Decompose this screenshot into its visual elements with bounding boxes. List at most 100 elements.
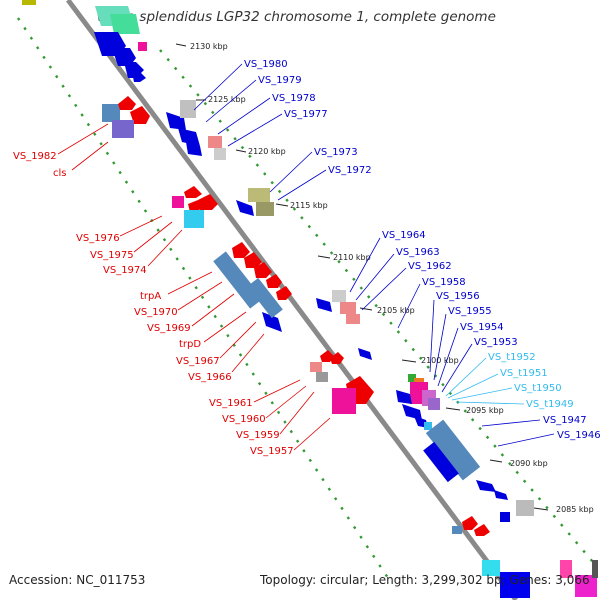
gene-label: VS_1947 <box>543 415 587 426</box>
minus-strand-genes <box>102 96 510 536</box>
leader-line <box>205 79 257 123</box>
map-title: Vibrio splendidus LGP32 chromosome 1, co… <box>96 9 496 25</box>
gene-arrow <box>110 14 140 34</box>
gene-label: VS_1961 <box>209 398 253 409</box>
gene-arrow <box>592 560 598 578</box>
gene-label: VS_1960 <box>222 414 266 425</box>
leader-line <box>397 283 421 329</box>
gene-arrow <box>112 48 136 66</box>
gene-arrow <box>332 290 346 302</box>
accession-label: Accession: NC_011753 <box>9 573 146 587</box>
leader-line <box>481 419 541 427</box>
tick-label: 2085 kbp <box>556 505 594 514</box>
leader-line <box>441 343 473 393</box>
leader-line <box>217 97 271 135</box>
leader-line <box>429 299 435 373</box>
gene-arrow <box>560 560 572 578</box>
tick-label: 2120 kbp <box>248 147 286 156</box>
tick-mark <box>489 459 503 463</box>
gene-label: VS_1976 <box>76 233 120 244</box>
gene-arrow <box>396 390 412 404</box>
leader-line <box>433 313 447 381</box>
gene-arrow <box>423 441 459 483</box>
edge-features <box>22 0 598 598</box>
gene-arrow <box>482 560 500 576</box>
leader-line <box>279 391 315 435</box>
gene-arrow <box>132 72 146 82</box>
gene-label: VS_1964 <box>382 230 426 241</box>
gene-label: VS_1958 <box>422 277 466 288</box>
gene-arrow <box>254 262 272 278</box>
gene-label: VS_1972 <box>328 165 372 176</box>
right-gene-labels: VS_1980 VS_1979 VS_1978 VS_1977 VS_1973 … <box>193 59 600 447</box>
left-gene-labels: VS_1982 cls VS_1976 VS_1975 VS_1974 trpA… <box>13 123 331 457</box>
gene-arrow <box>247 277 283 319</box>
gene-arrow <box>244 252 262 268</box>
gene-label: VS_1957 <box>250 446 294 457</box>
gene-arrow <box>346 314 360 324</box>
gene-arrow <box>256 202 274 216</box>
leader-line <box>193 63 243 111</box>
leader-line <box>119 215 163 237</box>
leader-line <box>437 327 459 387</box>
leader-line <box>455 401 525 405</box>
gene-arrow <box>266 274 282 288</box>
tick-label: 2110 kbp <box>333 253 371 262</box>
gene-label: VS_1979 <box>258 75 302 86</box>
leader-line <box>177 281 223 311</box>
gene-arrow <box>236 200 254 216</box>
genome-summary: Topology: circular; Length: 3,299,302 bp… <box>260 573 590 587</box>
gene-label: VS_1959 <box>236 430 280 441</box>
gene-label: VS_t1950 <box>514 383 562 394</box>
gene-arrow <box>188 200 202 212</box>
gene-label: VS_1977 <box>284 109 328 120</box>
scale-dotted-lines <box>16 17 599 579</box>
gene-arrow <box>425 419 481 481</box>
leader-line <box>451 387 513 401</box>
leader-line <box>265 385 307 419</box>
gene-arrow <box>130 106 150 124</box>
gene-label: VS_1970 <box>134 307 178 318</box>
gene-arrow <box>178 128 200 146</box>
gene-arrow <box>316 372 328 382</box>
gene-label: VS_1956 <box>436 291 480 302</box>
gene-arrow <box>402 404 422 420</box>
gene-arrow <box>494 490 508 500</box>
gene-label: VS_1975 <box>90 250 134 261</box>
leader-line <box>191 293 235 327</box>
leader-line <box>361 267 407 311</box>
tick-mark <box>275 203 289 207</box>
tick-label: 2100 kbp <box>421 356 459 365</box>
leader-line <box>445 357 487 397</box>
leader-line <box>355 253 395 301</box>
gene-arrow <box>208 136 222 148</box>
gene-arrow <box>232 242 250 258</box>
outer-dotted-line <box>159 49 599 569</box>
gene-arrow <box>358 348 372 360</box>
gene-arrow <box>214 148 226 160</box>
leader-line <box>133 221 173 253</box>
gene-label: VS_1980 <box>244 59 288 70</box>
tick-label: 2125 kbp <box>208 95 246 104</box>
tick-mark <box>359 307 373 311</box>
gene-label: VS_1963 <box>396 247 440 258</box>
leader-line <box>203 311 247 343</box>
gene-arrow <box>118 96 136 110</box>
gene-arrow <box>575 575 597 597</box>
tick-label: 2130 kbp <box>190 42 228 51</box>
gene-arrow <box>180 100 196 118</box>
gene-arrow <box>462 516 478 530</box>
gene-arrow <box>500 572 530 598</box>
gene-arrow <box>330 352 344 364</box>
gene-arrow <box>340 302 356 314</box>
leader-line <box>167 271 213 295</box>
tick-mark <box>533 507 549 511</box>
gene-label: VS_1967 <box>176 356 220 367</box>
tick-label: 2115 kbp <box>290 201 328 210</box>
gene-label: VS_1978 <box>272 93 316 104</box>
leader-line <box>219 321 257 359</box>
leader-line <box>269 151 313 193</box>
gene-arrow <box>332 388 356 414</box>
gene-arrow <box>310 362 322 372</box>
